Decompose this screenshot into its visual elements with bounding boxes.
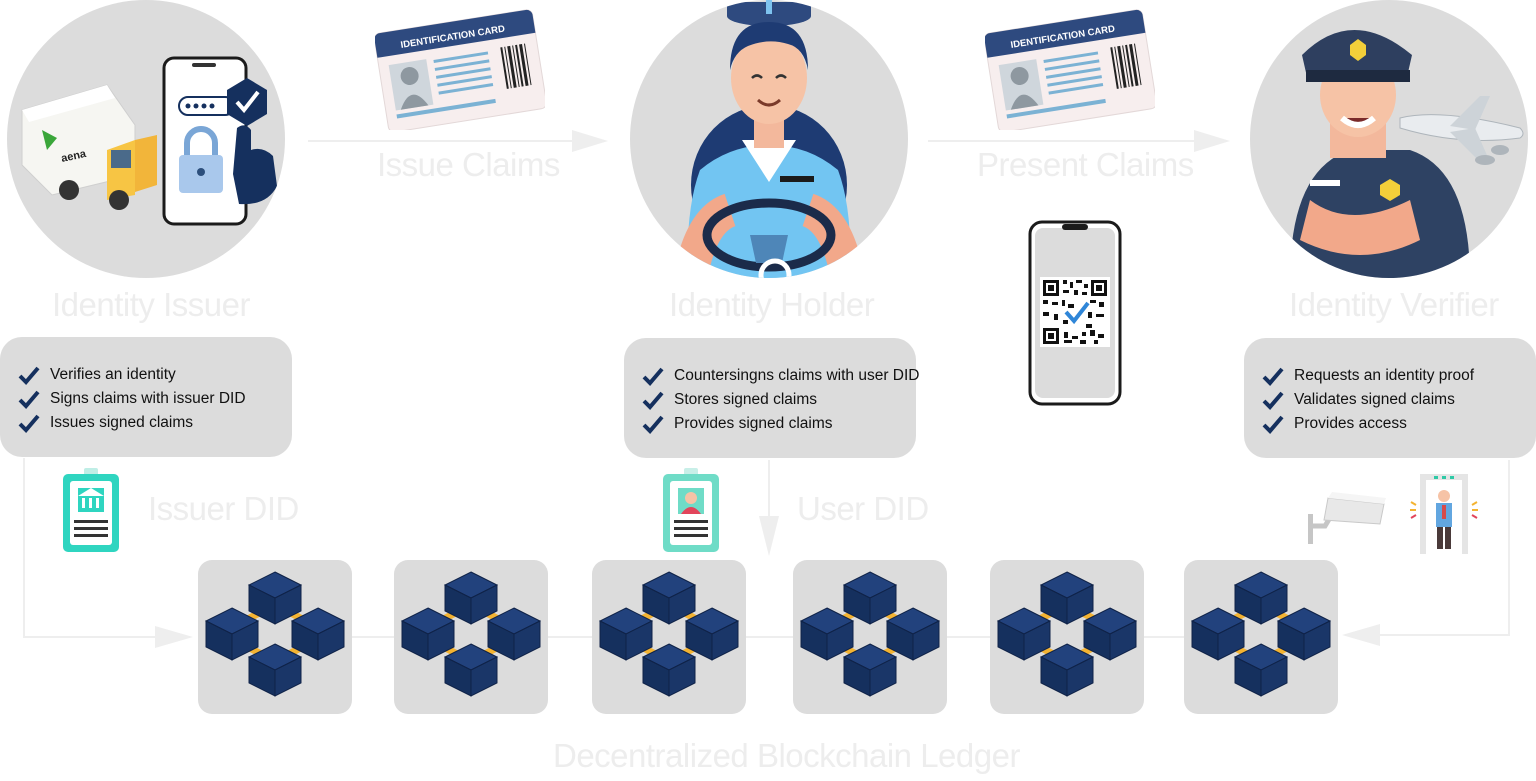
qr-code-icon — [1043, 280, 1107, 344]
ledger-node — [1184, 560, 1338, 714]
check-icon — [18, 390, 40, 409]
blockchain-cubes-icon — [204, 571, 346, 697]
blockchain-cubes-icon — [400, 571, 542, 697]
ledger-node — [198, 560, 352, 714]
truck-icon — [21, 84, 157, 210]
aena-logo: aena — [60, 148, 88, 165]
holder-arrow-head — [759, 516, 779, 556]
user-badge-icon — [663, 468, 719, 552]
issuer-did-label: Issuer DID — [148, 490, 299, 527]
ledger-node — [592, 560, 746, 714]
verifier-title: Identity Verifier — [1289, 286, 1499, 323]
check-icon — [18, 414, 40, 433]
list-item: Countersingns claims with user DID — [642, 364, 920, 388]
list-item: Validates signed claims — [1262, 388, 1536, 412]
list-item: Verifies an identity — [18, 363, 292, 387]
security-camera-icon — [1308, 492, 1386, 544]
ledger-node — [793, 560, 947, 714]
issuer-arrow-head — [155, 626, 193, 648]
holder-title: Identity Holder — [669, 286, 875, 323]
id-card-icon: IDENTIFICATION CARD — [375, 9, 545, 130]
lock-icon — [179, 126, 223, 193]
present-arrow-head — [1194, 130, 1230, 152]
id-card-icon: IDENTIFICATION CARD — [985, 9, 1155, 130]
driver-icon — [673, 0, 865, 278]
verifier-panel: Requests an identity proof Validates sig… — [1244, 338, 1536, 458]
issue-arrow-head — [572, 130, 608, 152]
holder-illustration — [630, 0, 908, 278]
list-item: Issues signed claims — [18, 411, 292, 435]
check-icon — [642, 367, 664, 386]
check-icon — [18, 366, 40, 385]
airplane-icon — [1399, 96, 1524, 165]
check-icon — [1262, 367, 1284, 386]
check-icon — [1262, 391, 1284, 410]
check-icon — [642, 415, 664, 434]
check-icon — [1262, 415, 1284, 434]
blockchain-cubes-icon — [799, 571, 941, 697]
ledger-node — [394, 560, 548, 714]
issuer-panel: Verifies an identity Signs claims with i… — [0, 337, 292, 457]
list-item: Requests an identity proof — [1262, 364, 1536, 388]
user-did-label: User DID — [797, 490, 929, 527]
qr-phone-icon — [1028, 220, 1122, 406]
holder-panel: Countersingns claims with user DID Store… — [624, 338, 920, 458]
list-item: Stores signed claims — [642, 388, 916, 412]
issuer-title: Identity Issuer — [52, 286, 250, 323]
security-gate-icon — [1410, 474, 1478, 554]
blockchain-cubes-icon — [598, 571, 740, 697]
check-icon — [642, 391, 664, 410]
institution-badge-icon — [63, 468, 119, 552]
officer-icon — [1290, 30, 1524, 278]
verifier-illustration — [1250, 0, 1528, 278]
ledger-node — [990, 560, 1144, 714]
issuer-illustration: aena — [7, 0, 285, 278]
list-item: Provides access — [1262, 412, 1536, 436]
truck-phone-lock-icon: aena — [21, 56, 277, 226]
list-item: Signs claims with issuer DID — [18, 387, 292, 411]
issue-claims-label: Issue Claims — [377, 146, 560, 183]
blockchain-cubes-icon — [1190, 571, 1332, 697]
phone-icon — [162, 56, 277, 226]
present-claims-label: Present Claims — [977, 146, 1194, 183]
check-icon — [1064, 301, 1090, 325]
blockchain-cubes-icon — [996, 571, 1138, 697]
ledger-title: Decentralized Blockchain Ledger — [553, 737, 1020, 774]
list-item: Provides signed claims — [642, 412, 916, 436]
verifier-arrow-head — [1342, 624, 1380, 646]
